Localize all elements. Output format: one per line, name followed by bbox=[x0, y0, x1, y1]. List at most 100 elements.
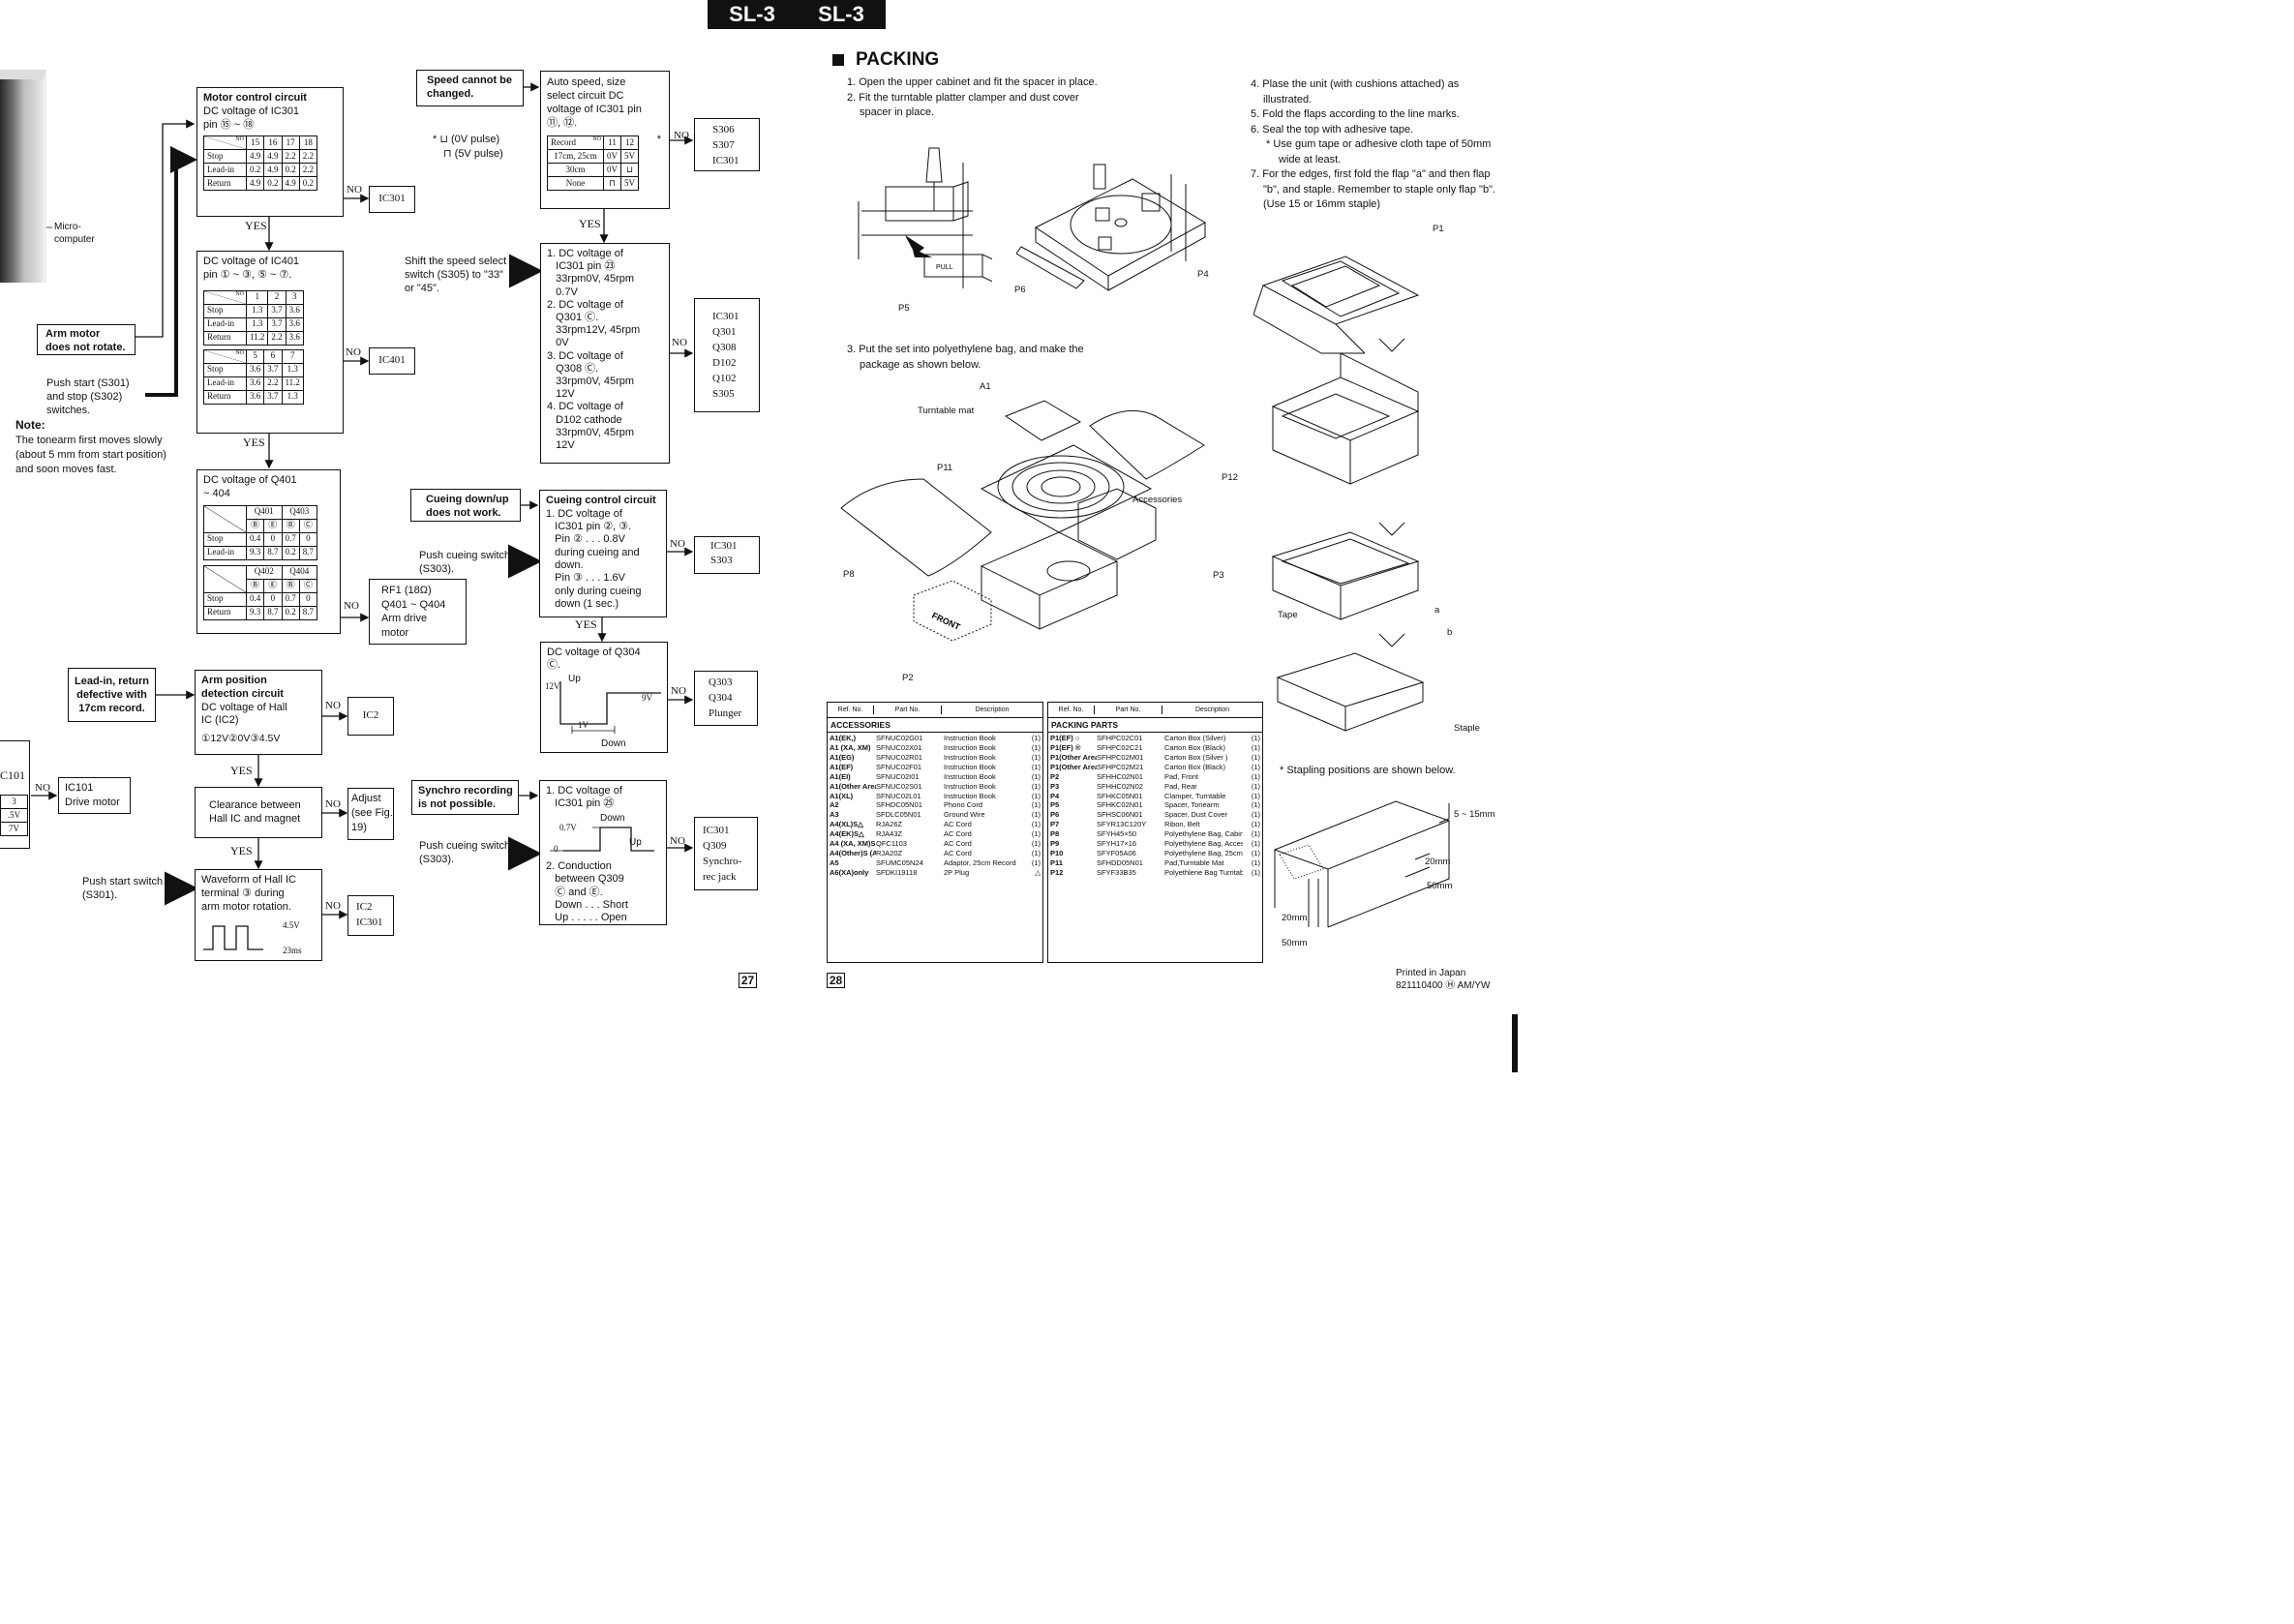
dim-20mm-left: 20mm bbox=[1282, 913, 1308, 923]
ref-no: A4(XL)S△ bbox=[830, 820, 863, 829]
dim-50mm-left: 50mm bbox=[1282, 938, 1308, 948]
ref-no: P6 bbox=[1050, 810, 1060, 820]
section-title: PACKING bbox=[856, 49, 940, 70]
q401-text: DC voltage of Q401 ~ 404 bbox=[203, 474, 297, 499]
quantity: (1) bbox=[1031, 839, 1041, 849]
part-no: SFHHC02N02 bbox=[1097, 781, 1143, 791]
part-no: SFNUC02I01 bbox=[876, 771, 920, 781]
description: Carton Box (Silver) bbox=[1164, 734, 1226, 743]
quantity: △ bbox=[1035, 867, 1041, 877]
label-p8: P8 bbox=[843, 569, 855, 580]
description: Instruction Book bbox=[944, 734, 996, 743]
packing-header: Ref. No. Part No. Description bbox=[1048, 703, 1262, 718]
clearance-box: Clearance between Hall IC and magnet bbox=[195, 787, 322, 838]
ic401-result: IC401 bbox=[369, 347, 415, 375]
q304-box: DC voltage of Q304 Ⓒ. Up 12V 9V 1V Down bbox=[540, 642, 668, 753]
no-label: NO bbox=[325, 798, 341, 810]
quantity: (1) bbox=[1031, 820, 1041, 829]
pos-pulse-icon: ⊓ bbox=[443, 148, 452, 160]
neg-pulse-icon: ⊔ bbox=[620, 163, 639, 177]
label-staple: Staple bbox=[1454, 723, 1480, 734]
push-start-switch-label: Push start switch (S301). bbox=[82, 876, 164, 901]
ref-no: P1(Other Areas) ® bbox=[1050, 762, 1097, 771]
arm-position-text: DC voltage of Hall IC (IC2) bbox=[201, 701, 287, 727]
ic301-q309-result: IC301 Q309 Synchro- rec jack bbox=[694, 817, 758, 890]
quantity: (1) bbox=[1251, 820, 1260, 829]
description: Polyethylene Bag, Accessories bbox=[1164, 839, 1243, 849]
q304-up: Up bbox=[568, 674, 581, 684]
front-label: FRONT bbox=[930, 611, 962, 632]
q304-down: Down bbox=[601, 738, 626, 749]
description: Instruction Book bbox=[944, 753, 996, 762]
cueing-title: Cueing control circuit bbox=[546, 495, 656, 506]
ref-no: P12 bbox=[1050, 867, 1064, 877]
arm-motor-symptom: Arm motor does not rotate. bbox=[37, 324, 136, 355]
no-label: NO bbox=[672, 337, 687, 348]
quantity: (1) bbox=[1251, 791, 1260, 800]
description: Adaptor, 25cm Record bbox=[944, 857, 1016, 867]
cueing-symptom: Cueing down/up does not work. bbox=[410, 489, 521, 522]
model-right: SL-3 bbox=[818, 2, 864, 27]
dim-5-15mm: 5 ~ 15mm bbox=[1454, 809, 1495, 820]
pulse-legend: * ⊔ (0V pulse) ⊓ (5V pulse) bbox=[433, 133, 503, 162]
description: Polyethlene Bag Turntable Mat bbox=[1164, 867, 1243, 877]
label-p6: P6 bbox=[1014, 285, 1026, 295]
section-marker-icon bbox=[832, 54, 844, 66]
quantity: (1) bbox=[1031, 810, 1041, 820]
description: Phono Cord bbox=[944, 800, 983, 810]
note-title: Note: bbox=[15, 418, 45, 432]
synchro-down: Down bbox=[600, 813, 625, 824]
no-label: NO bbox=[325, 900, 341, 912]
synchro-box: 1. DC voltage of IC301 pin ㉕ 0.7V 0 Down… bbox=[539, 780, 667, 925]
part-no: SFHPC02M21 bbox=[1097, 762, 1144, 771]
packing-parts-table: Ref. No. Part No. Description PACKING PA… bbox=[1047, 702, 1263, 963]
q304-waveform-icon bbox=[559, 681, 661, 734]
no-label: NO bbox=[346, 346, 361, 358]
ref-no: A1(EK,) bbox=[830, 734, 857, 743]
model-left: SL-3 bbox=[729, 2, 775, 27]
yes-label: YES bbox=[230, 764, 253, 777]
ic2-result: IC2 bbox=[347, 697, 394, 736]
step-6-note: * Use gum tape or adhesive cloth tape of… bbox=[1266, 138, 1492, 165]
part-no: SFHSC06N01 bbox=[1097, 810, 1143, 820]
asterisk-symbol: * bbox=[656, 134, 661, 145]
part-no: SFYR13C120Y bbox=[1097, 820, 1147, 829]
part-no: RJA20Z bbox=[876, 848, 903, 857]
step-3-text: 3. Put the set into polyethylene bag, an… bbox=[847, 344, 1084, 371]
note-text: The tonearm first moves slowly (about 5 … bbox=[15, 435, 166, 475]
no-label: NO bbox=[344, 600, 359, 612]
synchro-0: 0 bbox=[554, 844, 558, 854]
part-no: SFHDC05N01 bbox=[876, 800, 922, 810]
label-b: b bbox=[1447, 627, 1453, 638]
ref-no: A1(EI) bbox=[830, 771, 851, 781]
quantity: (1) bbox=[1251, 810, 1260, 820]
dim-20mm-right: 20mm bbox=[1425, 857, 1451, 867]
part-no: SFHKC02N01 bbox=[1097, 800, 1143, 810]
ic401-box: DC voltage of IC401 pin ① ~ ③, ⑤ ~ ⑦. NO… bbox=[196, 251, 344, 434]
description: Instruction Book bbox=[944, 781, 996, 791]
carton-folding-figure bbox=[1253, 256, 1425, 732]
label-a: a bbox=[1434, 605, 1440, 616]
ic301-list-result: IC301 Q301 Q308 D102 Q102 S305 bbox=[694, 298, 760, 412]
ic101-left-text: C101 bbox=[0, 768, 26, 782]
yes-label: YES bbox=[245, 219, 267, 232]
ref-no: A4 (XA, XM)S △ bbox=[830, 839, 876, 849]
quantity: (1) bbox=[1251, 839, 1260, 849]
edge-mark bbox=[1512, 1014, 1518, 1072]
